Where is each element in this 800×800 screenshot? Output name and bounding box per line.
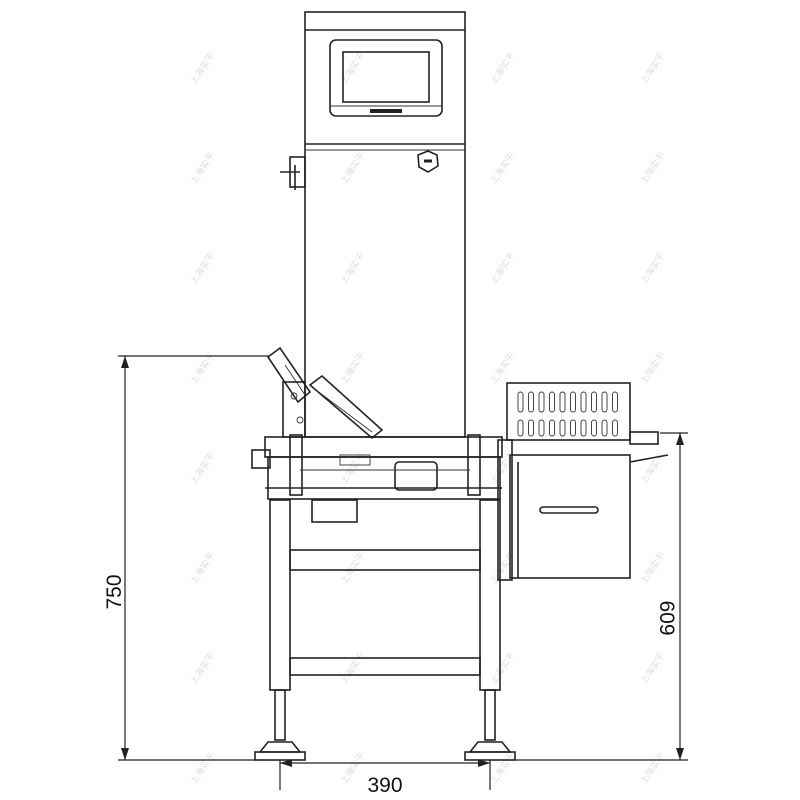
reject-bin	[497, 382, 669, 581]
bin-handle	[539, 506, 599, 514]
watermark-text: 上海实干	[487, 250, 517, 286]
watermark-text: 上海实干	[337, 450, 367, 486]
vent-slot	[517, 419, 524, 437]
watermark-text: 上海实干	[187, 50, 217, 86]
vent-slot	[538, 419, 545, 437]
watermark-text: 上海实干	[337, 750, 367, 786]
dim-overall-height: 750	[103, 574, 126, 609]
watermark-text: 上海实干	[337, 150, 367, 186]
watermark-text: 上海实干	[337, 650, 367, 686]
stand-legs	[254, 499, 516, 761]
watermark-text: 上海实干	[637, 350, 667, 386]
watermark-text: 上海实干	[187, 650, 217, 686]
vent-slot	[538, 391, 545, 413]
watermark-text: 上海实干	[337, 550, 367, 586]
watermark-text: 上海实干	[487, 350, 517, 386]
dimension-lines: 750 609 390	[103, 355, 688, 797]
vent-slot	[601, 419, 608, 437]
watermark-text: 上海实干	[637, 150, 667, 186]
touchscreen-bezel	[329, 39, 443, 117]
watermark-text: 上海实干	[337, 50, 367, 86]
watermark-text: 上海实干	[487, 650, 517, 686]
watermark-text: 上海实干	[337, 250, 367, 286]
watermark-text: 上海实干	[487, 50, 517, 86]
emergency-stop-icon	[417, 150, 439, 173]
vent-slot	[601, 391, 608, 413]
watermark-text: 上海实干	[187, 450, 217, 486]
watermark-text: 上海实干	[487, 150, 517, 186]
watermark-text: 上海实干	[487, 550, 517, 586]
drip-tray	[311, 499, 358, 523]
watermark-text: 上海实干	[187, 550, 217, 586]
watermark-text: 上海实干	[187, 150, 217, 186]
touchscreen	[342, 51, 430, 103]
vent-slot	[549, 419, 555, 437]
vent-slot	[580, 391, 587, 413]
watermark-text: 上海实干	[637, 50, 667, 86]
vent-slot	[612, 391, 618, 413]
watermark-text: 上海实干	[637, 250, 667, 286]
infeed-chute	[266, 346, 384, 440]
watermark-text: 上海实干	[337, 350, 367, 386]
conveyor-frame	[251, 434, 503, 523]
dim-conveyor-height: 609	[655, 600, 678, 635]
vent-slot	[570, 391, 576, 413]
watermark-text: 上海实干	[187, 250, 217, 286]
vent-slot	[570, 419, 576, 437]
control-column	[280, 11, 466, 438]
vent-slot	[591, 391, 597, 413]
dim-leg-spacing: 390	[367, 774, 402, 797]
vent-slot	[559, 419, 566, 437]
vent-slot	[559, 391, 566, 413]
vent-slot	[591, 419, 597, 437]
watermark-text: 上海实干	[487, 750, 517, 786]
logo-plate	[370, 109, 402, 113]
watermark-text: 上海实干	[637, 550, 667, 586]
vent-slot	[528, 391, 534, 413]
watermark-text: 上海实干	[637, 750, 667, 786]
vent-slot	[549, 391, 555, 413]
watermark-text: 上海实干	[187, 750, 217, 786]
vent-slot	[612, 419, 618, 437]
vent-slot	[528, 419, 534, 437]
watermark-text: 上海实干	[637, 650, 667, 686]
load-cell	[394, 461, 438, 491]
vent-slot	[580, 419, 587, 437]
vent-slot	[517, 391, 524, 413]
